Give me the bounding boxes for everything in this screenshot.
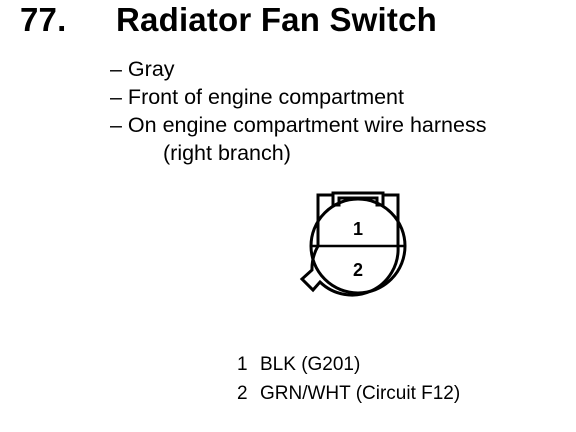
component-name: Radiator Fan Switch — [116, 1, 438, 38]
pin-number: 1 — [237, 354, 248, 375]
page-title: 77. Radiator Fan Switch — [20, 1, 437, 39]
pin-number: 2 — [237, 383, 248, 404]
cavity-2-label: 2 — [353, 260, 363, 280]
pin-wire: BLK (G201) — [260, 354, 361, 375]
cavity-1-label: 1 — [353, 219, 363, 239]
description-line-branch: (right branch) — [163, 141, 291, 165]
description-line-color: – Gray — [110, 57, 175, 81]
pinout-row: 2 GRN/WHT (Circuit F12) — [237, 384, 460, 403]
description-line-harness: – On engine compartment wire harness — [110, 113, 487, 137]
component-number: 77. — [20, 1, 67, 38]
pinout-row: 1 BLK (G201) — [237, 355, 360, 374]
description-line-location: – Front of engine compartment — [110, 85, 404, 109]
pin-wire: GRN/WHT (Circuit F12) — [260, 383, 461, 404]
